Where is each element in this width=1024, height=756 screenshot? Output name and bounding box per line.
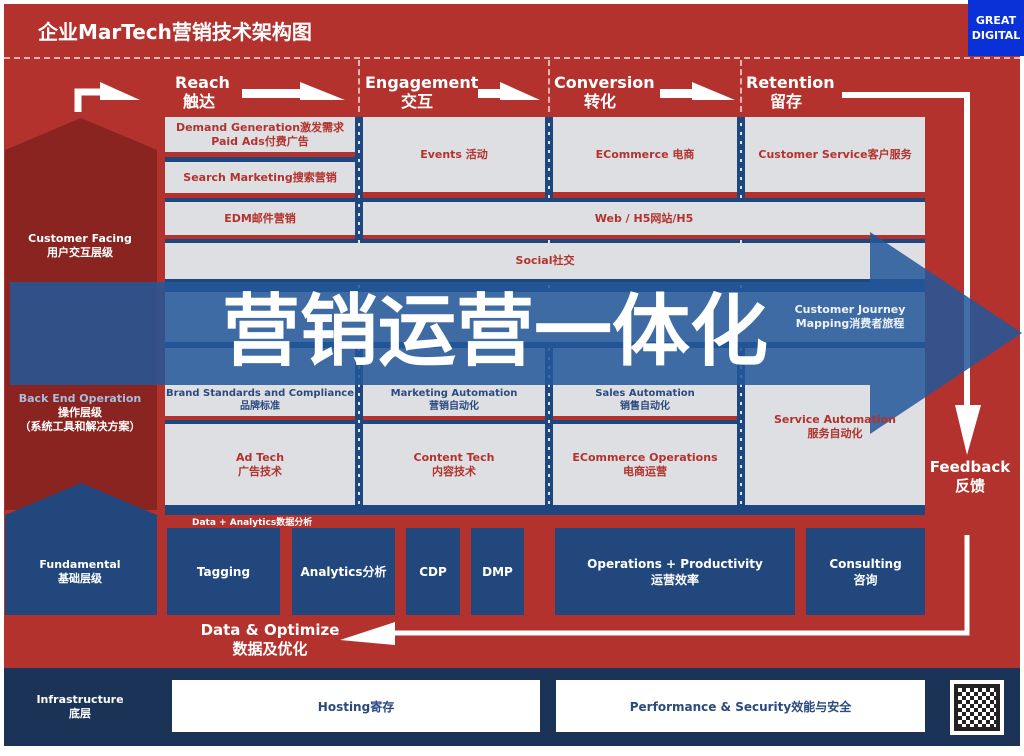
- fundamental-chevron: [5, 483, 157, 615]
- arrow-left-icon: [340, 622, 395, 645]
- box-cdp: CDP: [406, 528, 460, 615]
- divider: [740, 60, 742, 112]
- cell-ecommerce: ECommerce 电商: [553, 117, 737, 198]
- arrow-icon: [500, 82, 540, 100]
- cell-edm: EDM邮件营销: [165, 202, 355, 239]
- logo-line1: GREAT: [975, 14, 1017, 27]
- overlay-title: 营销运营一体化: [222, 287, 769, 377]
- box-analytics: Analytics分析: [292, 528, 395, 615]
- data-analytics-label: Data + Analytics数据分析: [192, 518, 313, 528]
- customer-journey-label: Customer Journey Mapping消费者旅程: [794, 303, 906, 330]
- cell-search-marketing: Search Marketing搜索营销: [165, 162, 355, 198]
- cell-social: Social社交: [165, 243, 925, 279]
- cell-events: Events 活动: [363, 117, 545, 198]
- divider: [358, 60, 360, 112]
- arrow-icon: [692, 82, 735, 100]
- box-hosting: Hosting寄存: [172, 680, 540, 732]
- arrow-icon: [300, 82, 345, 100]
- cell-customer-service: Customer Service客户服务: [745, 117, 925, 198]
- arrow-icon: [100, 82, 140, 100]
- arrow-down-icon: [955, 405, 981, 455]
- brand-logo: GREAT DIGITAL: [968, 0, 1024, 56]
- qr-code-icon: [950, 680, 1004, 735]
- box-performance-security: Performance & Security效能与安全: [556, 680, 925, 732]
- cell-web-h5: Web / H5网站/H5: [363, 202, 925, 239]
- page-title: 企业MarTech营销技术架构图: [38, 20, 312, 44]
- box-tagging: Tagging: [167, 528, 280, 615]
- logo-line2: DIGITAL: [971, 29, 1021, 42]
- divider: [548, 60, 550, 112]
- divider: [4, 57, 1020, 59]
- box-dmp: DMP: [471, 528, 524, 615]
